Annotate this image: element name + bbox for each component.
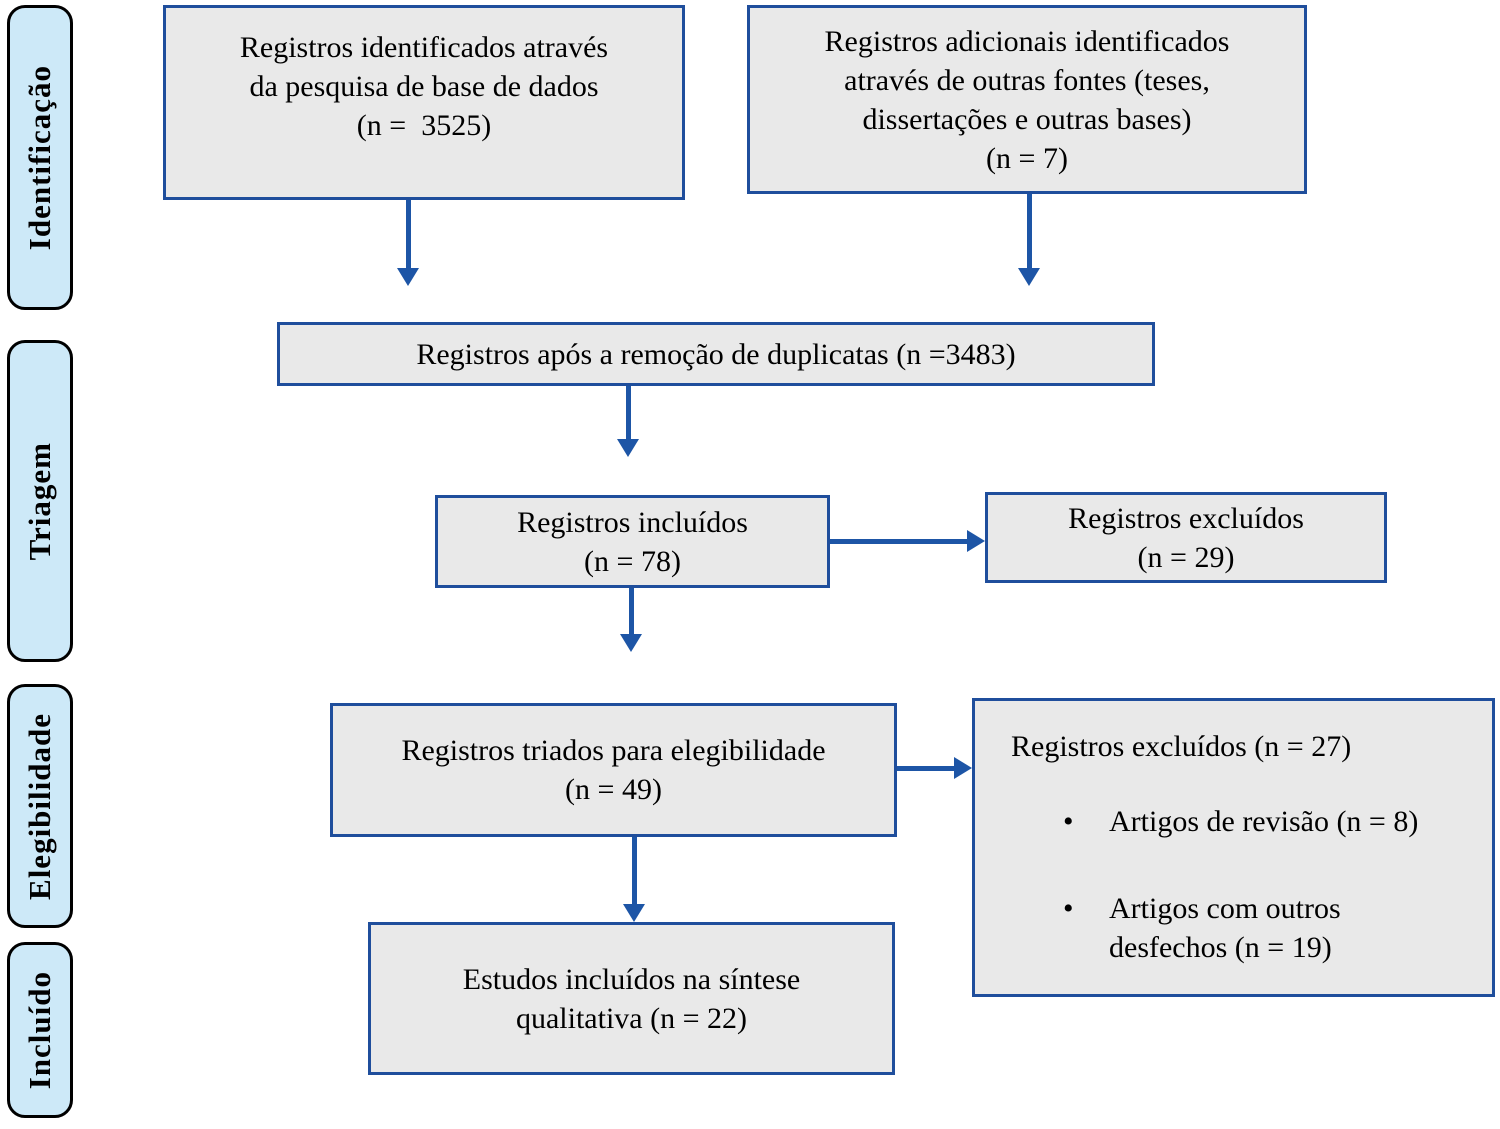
box-records-excluded-screening: Registros excluídos (n = 29) [985,492,1387,583]
arrow-shaft [406,200,411,270]
box-studies-included-qualitative: Estudos incluídos na síntese qualitativa… [368,922,895,1075]
box-records-identified-database-text: Registros identificados através da pesqu… [239,31,609,142]
box-records-excluded-screening-text: Registros excluídos (n = 29) [1068,501,1304,574]
box-records-included: Registros incluídos (n = 78) [435,495,830,588]
arrow-shaft [897,766,957,771]
stage-included-label: Incluído [22,970,57,1090]
list-item: • Artigos de revisão (n = 8) [997,802,1470,841]
bullet-icon: • [1063,892,1074,925]
arrow-shaft [629,588,634,636]
excluded-reasons-list: • Artigos de revisão (n = 8) • Artigos c… [997,802,1470,967]
stage-screening-label: Triagem [22,441,57,561]
stage-eligibility-label: Elegibilidade [22,712,57,900]
box-records-excluded-eligibility-title: Registros excluídos (n = 27) [1011,730,1352,763]
stage-screening: Triagem [7,340,73,662]
box-records-identified-other-sources: Registros adicionais identificados atrav… [747,5,1307,194]
stage-identification: Identificação [7,5,73,310]
excluded-reason-other-outcomes: Artigos com outros desfechos (n = 19) [1109,892,1341,964]
arrow-head-down-icon [617,439,639,457]
excluded-reason-review-articles: Artigos de revisão (n = 8) [1109,805,1419,838]
arrow-head-right-icon [954,757,972,779]
box-studies-included-qualitative-text: Estudos incluídos na síntese qualitativa… [462,962,801,1035]
box-records-after-deduplication: Registros após a remoção de duplicatas (… [277,322,1155,386]
stage-eligibility: Elegibilidade [7,684,73,928]
box-records-identified-other-sources-text: Registros adicionais identificados atrav… [824,24,1230,175]
arrow-head-down-icon [620,634,642,652]
box-records-screened-eligibility: Registros triados para elegibilidade (n … [330,703,897,837]
box-records-after-deduplication-text: Registros após a remoção de duplicatas (… [416,337,1016,371]
stage-included: Incluído [7,942,73,1118]
arrow-head-down-icon [397,268,419,286]
box-records-excluded-eligibility: Registros excluídos (n = 27) • Artigos d… [972,698,1495,997]
arrow-shaft [626,386,631,441]
arrow-shaft [1027,194,1032,270]
box-records-screened-eligibility-text: Registros triados para elegibilidade (n … [401,734,826,806]
arrow-shaft [632,837,637,905]
stage-identification-label: Identificação [22,64,57,251]
arrow-shaft [830,539,970,544]
arrow-head-down-icon [1018,268,1040,286]
arrow-head-down-icon [623,904,645,922]
list-item: • Artigos com outros desfechos (n = 19) [997,889,1470,967]
bullet-icon: • [1063,805,1074,838]
box-records-identified-database: Registros identificados através da pesqu… [163,5,685,200]
box-records-included-text: Registros incluídos (n = 78) [517,505,748,578]
arrow-head-right-icon [967,530,985,552]
